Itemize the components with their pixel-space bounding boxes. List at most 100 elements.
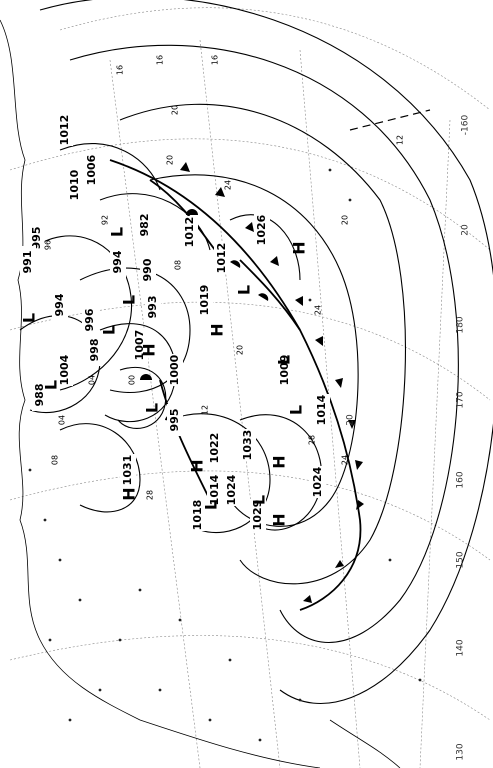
pressure-value-bg xyxy=(110,246,126,278)
graticule xyxy=(9,7,491,768)
pressure-value: 1014 xyxy=(208,474,221,505)
pressure-value: 1004 xyxy=(58,354,71,385)
pressure-value-bg xyxy=(250,499,266,531)
graticule-label: 150 xyxy=(456,551,466,568)
high-pressure-marker: H xyxy=(120,487,139,500)
low-pressure-marker: L xyxy=(287,405,306,415)
pressure-value: 993 xyxy=(146,296,159,319)
pressure-value-bg xyxy=(87,334,103,366)
graticule-label: 20 xyxy=(461,224,471,236)
pressure-value-bg xyxy=(145,291,161,323)
low-pressure-marker: L xyxy=(100,325,119,335)
pressure-value-bg xyxy=(214,242,230,274)
pressure-value: 994 xyxy=(53,293,66,316)
pressure-value-bg xyxy=(57,354,73,386)
low-pressure-marker: L xyxy=(235,285,254,295)
graticule-label: 130 xyxy=(456,743,466,760)
pressure-value: 991 xyxy=(21,251,34,274)
pressure-value-bg xyxy=(57,114,73,146)
pressure-value-bg xyxy=(207,432,223,464)
isobar-label: 16 xyxy=(116,65,125,75)
low-pressure-marker: L xyxy=(120,295,139,305)
isobar-label: 24 xyxy=(314,305,323,315)
pressure-value-bg xyxy=(224,474,240,506)
pressure-value: 1000 xyxy=(168,354,181,385)
graticule-label: 160 xyxy=(456,471,466,488)
pressure-value: 1019 xyxy=(198,285,211,316)
pressure-value: 1012 xyxy=(215,243,228,274)
isobar-label: 20 xyxy=(341,215,350,225)
high-pressure-marker: H xyxy=(270,513,289,526)
pressure-value: 1018 xyxy=(191,500,204,531)
pressure-value: 1006 xyxy=(85,154,98,185)
pressure-value: 998 xyxy=(88,339,101,362)
pressure-value: 982 xyxy=(138,214,151,237)
low-pressure-marker: L xyxy=(143,403,162,413)
pressure-value-bg xyxy=(167,354,183,386)
graticule-label: 140 xyxy=(456,639,466,656)
low-pressure-marker: L xyxy=(275,355,294,365)
isobar-label: 08 xyxy=(51,455,60,465)
pressure-value-bg xyxy=(197,284,213,316)
low-pressure-marker: L xyxy=(108,227,127,237)
isobar-label: 28 xyxy=(146,490,155,500)
pressure-value: 1012 xyxy=(183,217,196,248)
pressure-value: 996 xyxy=(83,308,96,331)
low-pressure-marker: L xyxy=(20,313,39,323)
pressure-value: 1022 xyxy=(208,433,221,464)
front-south xyxy=(159,379,211,501)
isobar-label: 16 xyxy=(211,55,220,65)
pressure-value: 1033 xyxy=(241,430,254,461)
pressure-value: 1010 xyxy=(68,169,81,200)
pressure-value: 1012 xyxy=(58,115,71,146)
graticule-label: 20 xyxy=(346,414,356,426)
isobar-label: 00 xyxy=(128,375,137,385)
isobar-label: 92 xyxy=(101,215,110,225)
pressure-value-bg xyxy=(132,329,148,361)
coastline xyxy=(0,19,401,768)
labels: 1026103310311029102410241022101810191014… xyxy=(20,55,471,761)
pressure-value-bg xyxy=(277,354,293,386)
pressure-value: 1007 xyxy=(133,330,146,361)
isobar-label: 20 xyxy=(236,345,245,355)
high-pressure-marker: H xyxy=(140,343,159,356)
isobar-label: 12 xyxy=(396,135,405,145)
pressure-value: 1029 xyxy=(251,500,264,531)
high-pressure-marker: H xyxy=(290,241,309,254)
pressure-value-bg xyxy=(314,394,330,426)
graticule-label: -160 xyxy=(461,115,471,136)
pressure-value: 1024 xyxy=(225,474,238,505)
pressure-value: 1026 xyxy=(255,214,268,245)
pressure-value-bg xyxy=(167,404,183,436)
pressure-value: 1009 xyxy=(278,355,291,386)
isobar-label: 96 xyxy=(44,240,53,250)
low-pressure-marker: L xyxy=(250,495,269,505)
pressure-value-bg xyxy=(20,246,36,278)
pressure-value: 995 xyxy=(30,227,43,250)
low-pressure-marker: L xyxy=(202,500,221,510)
pressure-value-bg xyxy=(82,304,98,336)
isobar-label: 24 xyxy=(224,180,233,190)
high-pressure-marker: H xyxy=(208,323,227,336)
pressure-value: 995 xyxy=(168,409,181,432)
pressure-value-bg xyxy=(32,379,48,411)
isobar-label: 08 xyxy=(174,260,183,270)
graticule-label: 180 xyxy=(456,316,466,333)
pressure-value-bg xyxy=(52,289,68,321)
pressure-value: 988 xyxy=(33,384,46,407)
high-pressure-marker: H xyxy=(188,459,207,472)
low-pressure-marker: L xyxy=(42,380,61,390)
pressure-value-bg xyxy=(140,254,156,286)
isobar-label: 24 xyxy=(341,455,350,465)
dashed-line xyxy=(349,109,431,131)
pressure-value: 990 xyxy=(141,258,154,281)
cold-front-main xyxy=(109,159,362,611)
occluded-front xyxy=(239,259,301,331)
pressure-value-bg xyxy=(254,214,270,246)
isobar-label: 04 xyxy=(58,415,67,425)
pressure-value-bg xyxy=(137,209,153,241)
high-pressure-marker: H xyxy=(270,455,289,468)
isobar-label: 28 xyxy=(308,435,317,445)
pressure-value-bg xyxy=(207,474,223,506)
